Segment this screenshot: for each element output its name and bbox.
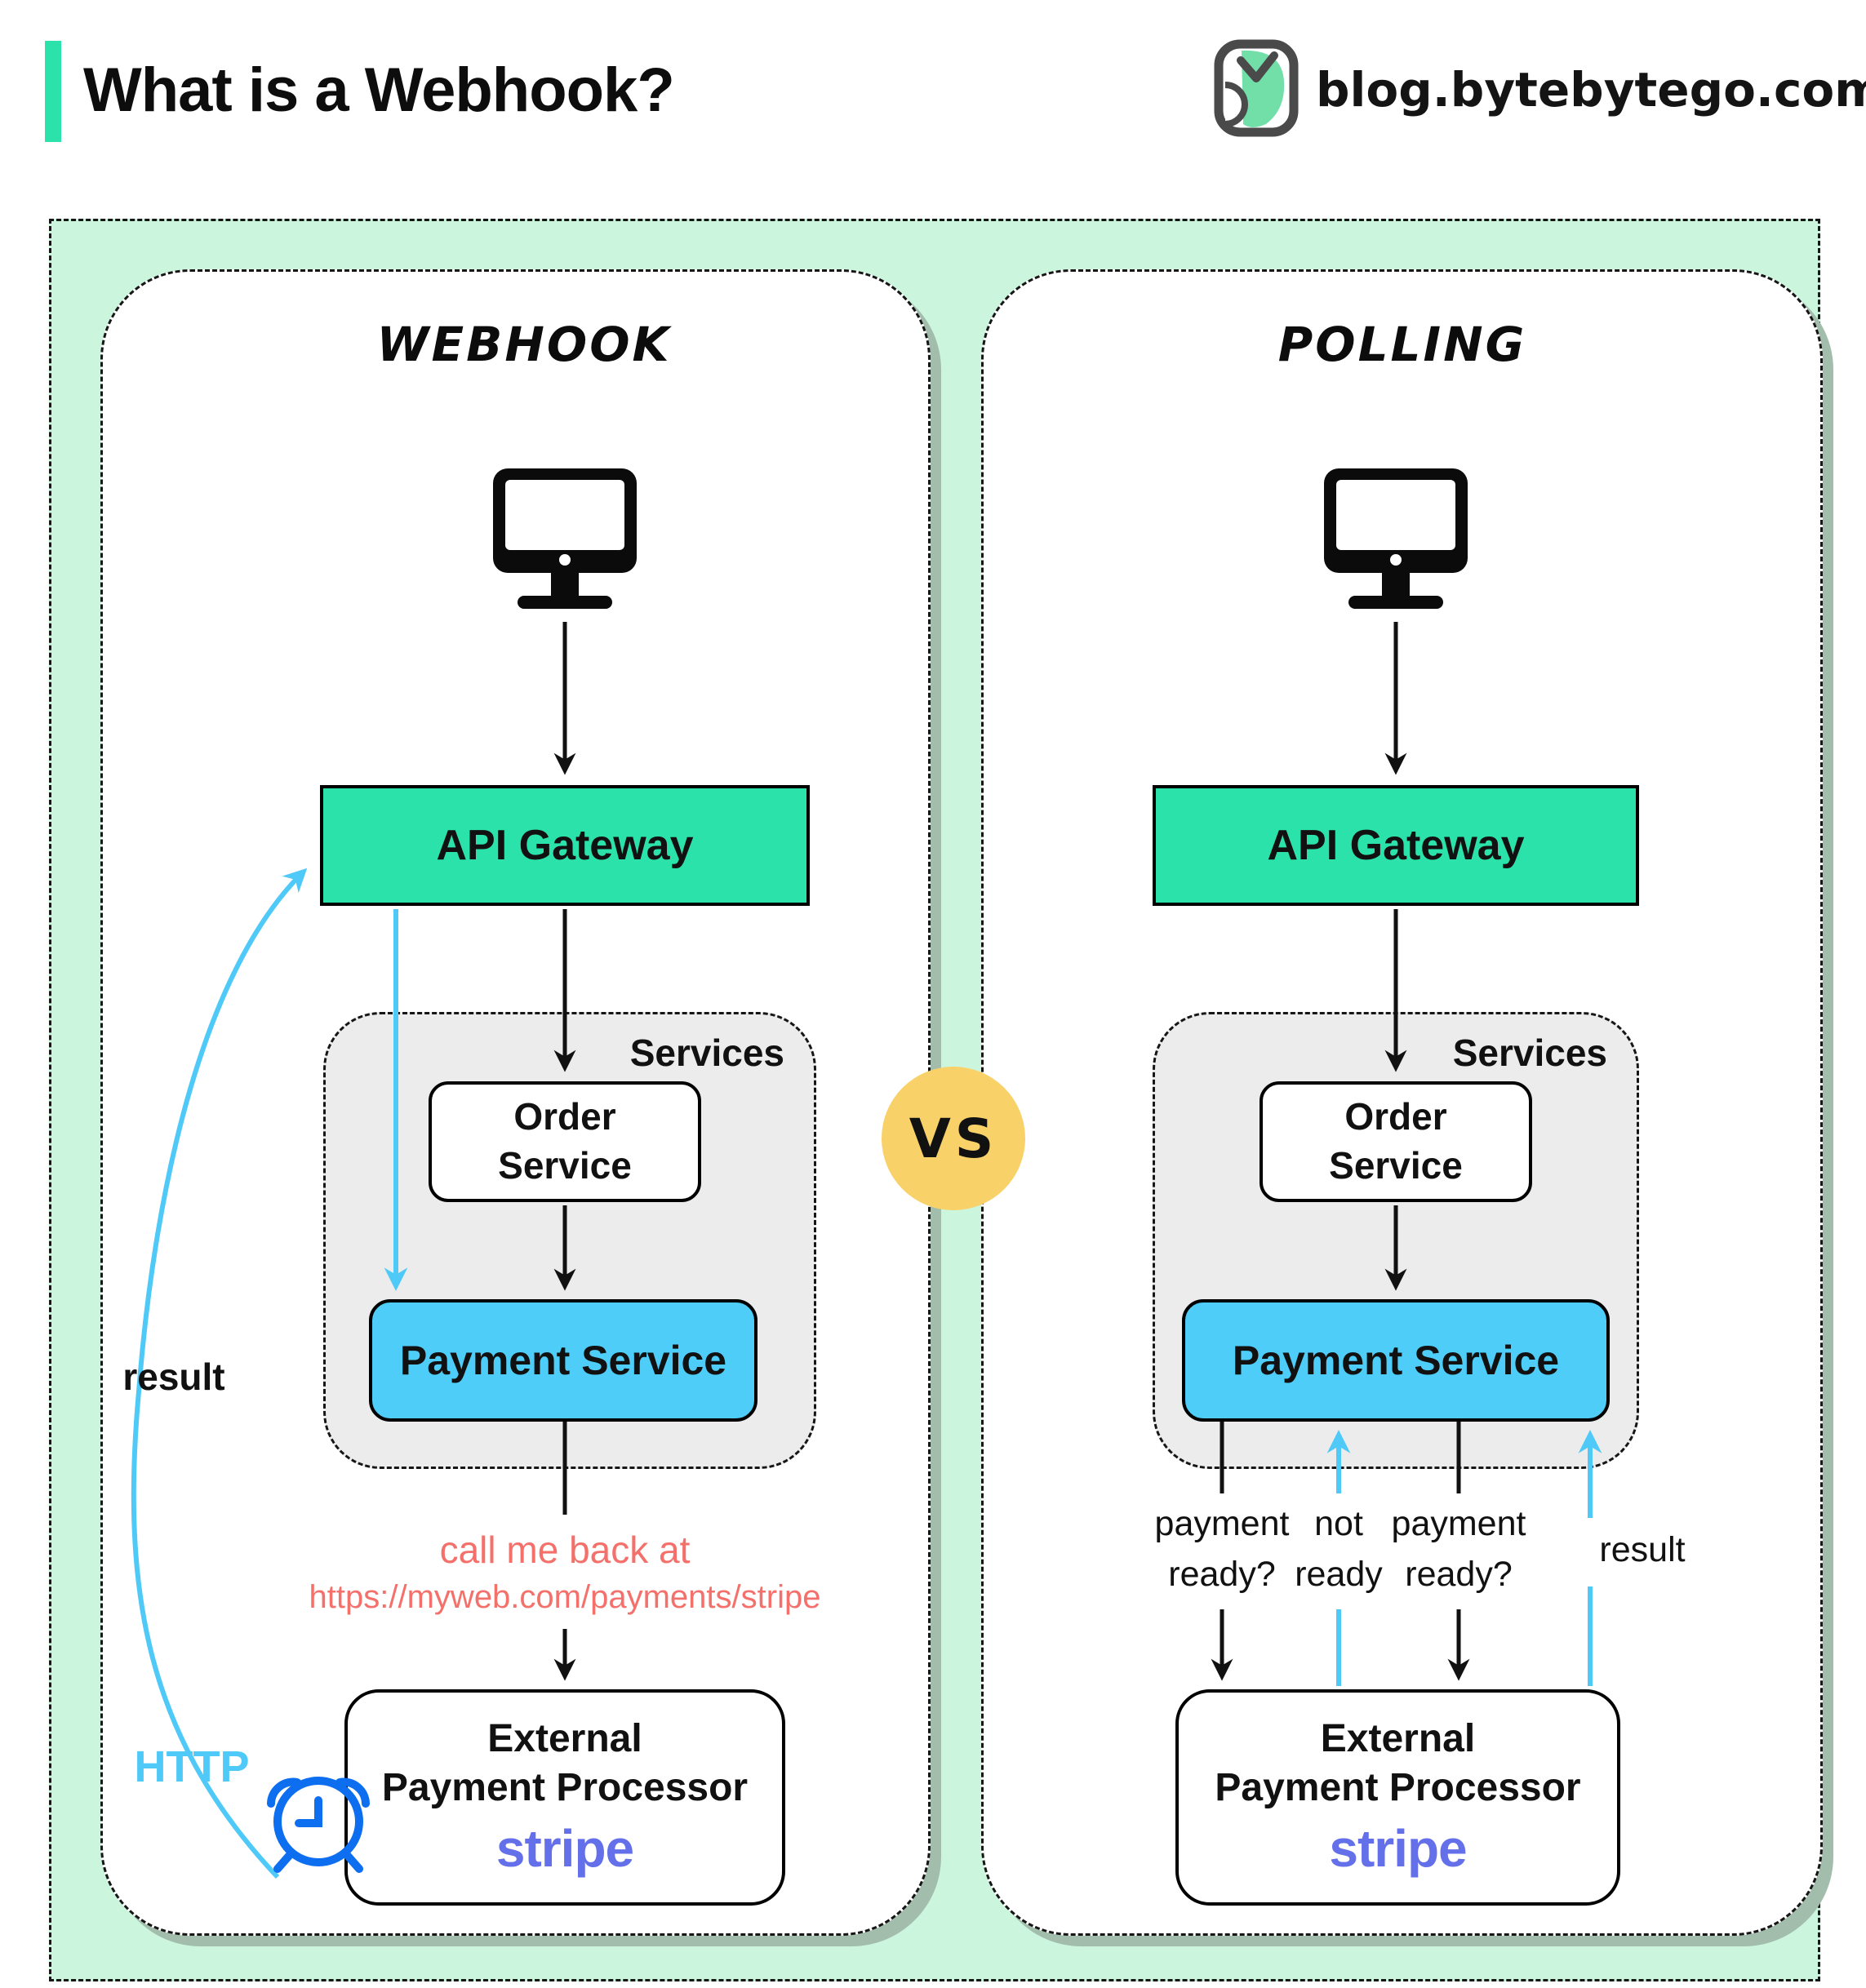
order-service-box: Order Service [1260,1081,1532,1202]
payment-ready-label-1: payment ready? [1154,1504,1290,1594]
external-label-line1: External [1320,1716,1476,1760]
api-gateway-box: API Gateway [1153,785,1639,906]
callback-note-url: https://myweb.com/payments/stripe [309,1579,821,1616]
alarm-clock-icon [267,1777,370,1873]
desktop-computer-icon [493,468,637,609]
vs-badge: VS [882,1067,1025,1210]
services-label: Services [629,1032,784,1074]
order-service-label-line2: Service [498,1144,632,1187]
stripe-logo: stripe [495,1818,634,1878]
payment-service-box: Payment Service [369,1299,758,1422]
services-label: Services [1452,1032,1607,1074]
desktop-computer-icon [1324,468,1468,609]
order-service-label-line1: Order [1344,1095,1447,1138]
page-title: What is a Webhook? [83,55,675,125]
stripe-logo: stripe [1329,1818,1467,1878]
result-label: result [1599,1530,1686,1569]
result-label: result [122,1356,225,1398]
webhook-panel-title: Webhook [376,317,672,372]
external-payment-processor-box: External Payment Processor stripe [1175,1689,1620,1906]
order-service-label-line2: Service [1329,1144,1463,1187]
site-url: blog.bytebytego.com [1316,62,1866,118]
callback-note-line1: call me back at [439,1529,691,1571]
not-ready-label: not ready [1295,1504,1383,1594]
external-label-line1: External [487,1716,642,1760]
payment-service-box: Payment Service [1182,1299,1610,1422]
bytebytego-logo-icon [1214,39,1299,137]
api-gateway-box: API Gateway [320,785,810,906]
order-service-label-line1: Order [513,1095,616,1138]
external-label-line2: Payment Processor [381,1765,749,1809]
title-accent-bar [45,41,61,142]
order-service-box: Order Service [429,1081,701,1202]
external-label-line2: Payment Processor [1215,1765,1581,1809]
external-payment-processor-box: External Payment Processor stripe [344,1689,785,1906]
payment-ready-label-2: payment ready? [1391,1504,1526,1594]
polling-panel-title: Polling [1277,317,1527,372]
callback-note: call me back at https://myweb.com/paymen… [271,1524,859,1619]
